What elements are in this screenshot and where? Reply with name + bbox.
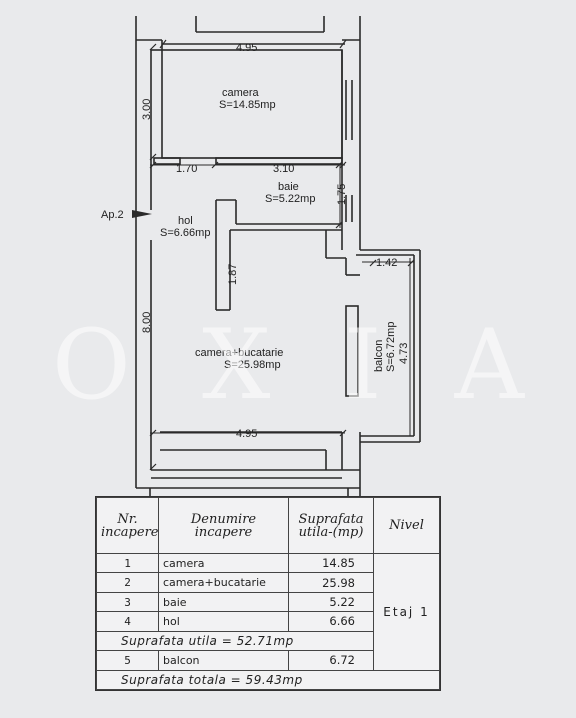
table-row: 1 camera 14.85 Etaj 1 <box>96 552 440 671</box>
entrance-arrow-icon <box>132 210 152 218</box>
room-camera-area: S=14.85mp <box>219 99 276 111</box>
dim-bottom-width: 4.95 <box>236 428 257 440</box>
room-balcon-name: balcon <box>373 340 385 372</box>
entrance-label: Ap.2 <box>101 209 124 221</box>
table-row: 3 baie 5.22 <box>96 591 440 613</box>
room-bucatarie-name: camera+bucatarie <box>195 347 283 359</box>
subtotal-row: Suprafata utila = 52.71mp <box>96 630 440 652</box>
dim-camera-height: 3.00 <box>141 99 153 120</box>
dim-top-width: 4.95 <box>236 42 257 54</box>
room-bucatarie-area: S=25.98mp <box>224 359 281 371</box>
dim-baie-height: 1.75 <box>336 184 348 205</box>
dim-balcon-length: 4.73 <box>398 343 410 364</box>
dim-hol-length: 8.00 <box>141 312 153 333</box>
table-row: 2 camera+bucatarie 25.98 <box>96 572 440 593</box>
dim-kitchen-recess: 1.87 <box>227 264 239 285</box>
level-value: Etaj 1 <box>373 553 440 671</box>
dim-baie-width: 3.10 <box>273 163 294 175</box>
dim-hol-width: 1.70 <box>176 163 197 175</box>
room-camera-name: camera <box>222 87 260 99</box>
room-hol-area: S=6.66mp <box>160 227 210 239</box>
room-balcon-area: S=6.72mp <box>385 322 397 372</box>
table-row: 5 balcon 6.72 <box>96 650 440 671</box>
total-row: Suprafata totala = 59.43mp <box>96 669 440 691</box>
room-hol-name: hol <box>178 215 193 227</box>
header-nr: Nr.incapere <box>96 497 159 554</box>
room-baie-area: S=5.22mp <box>265 193 315 205</box>
room-baie-name: baie <box>278 181 299 193</box>
dim-balcon-width: 1.42 <box>376 257 397 269</box>
header-level: Nivel <box>373 497 440 554</box>
watermark: OXIA <box>52 309 526 421</box>
